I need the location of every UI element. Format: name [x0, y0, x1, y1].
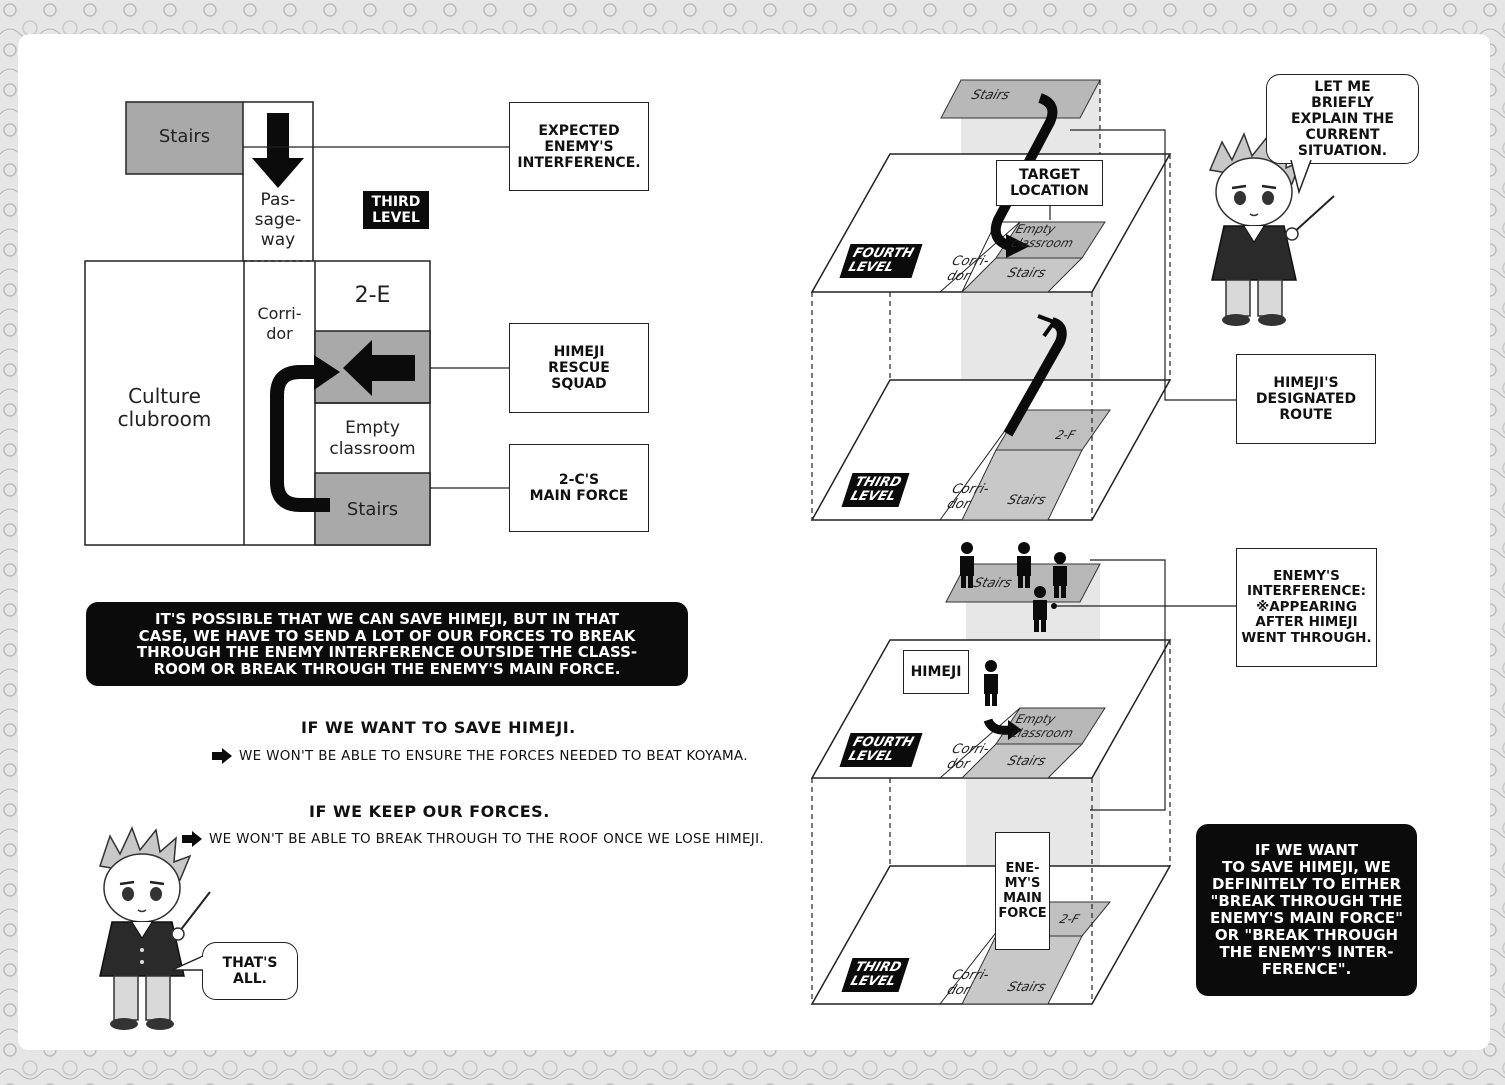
passageway-label: Pas- sage- way — [254, 190, 302, 250]
stairs-top-label: Stairs — [158, 126, 211, 147]
iso-bottom-fourth-level: FOURTH LEVEL — [839, 733, 923, 767]
conclusion-box: IF WE WANT TO SAVE HIMEJI, WE DEFINITELY… — [1196, 824, 1417, 996]
save-himeji-result: WE WON'T BE ABLE TO ENSURE THE FORCES NE… — [211, 748, 748, 764]
save-himeji-heading: IF WE WANT TO SAVE HIMEJI. — [301, 718, 576, 737]
iso-bottom-empty-classroom: Empty classroom — [1009, 712, 1076, 740]
culture-clubroom-label: Culture clubroom — [117, 384, 212, 431]
iso-bottom-stairs-4: Stairs — [1005, 754, 1048, 769]
down-arrow-icon — [252, 113, 304, 188]
designated-route-callout: HIMEJI'S DESIGNATED ROUTE — [1236, 354, 1376, 444]
iso-top-stairs-upper: Stairs — [969, 88, 1012, 103]
arrow-right-icon — [212, 748, 232, 764]
rescue-arrow-icon — [343, 340, 415, 396]
save-himeji-result-text: WE WON'T BE ABLE TO ENSURE THE FORCES NE… — [239, 748, 748, 764]
target-location-callout: TARGET LOCATION — [996, 160, 1103, 206]
iso-top-fourth-level: FOURTH LEVEL — [839, 244, 923, 278]
main-force-callout: 2-C'S MAIN FORCE — [509, 444, 649, 532]
class-2e-label: 2-E — [354, 283, 391, 308]
expected-interference-callout: EXPECTED ENEMY'S INTERFERENCE. — [509, 102, 649, 191]
keep-forces-result: WE WON'T BE ABLE TO BREAK THROUGH TO THE… — [181, 831, 764, 847]
person-icon — [960, 542, 1067, 706]
keep-forces-heading: IF WE KEEP OUR FORCES. — [309, 802, 550, 821]
floor-plan-diagram — [84, 101, 509, 546]
iso-top-empty-classroom: Empty classroom — [1009, 222, 1076, 250]
himeji-callout: HIMEJI — [903, 650, 969, 694]
speech-bubble-intro: LET ME BRIEFLY EXPLAIN THE CURRENT SITUA… — [1266, 74, 1419, 164]
chibi-character-top — [1208, 132, 1335, 326]
explanation-banner: IT'S POSSIBLE THAT WE CAN SAVE HIMEJI, B… — [86, 602, 688, 686]
speech-bubble-outro: THAT'S ALL. — [202, 942, 298, 1000]
third-level-tag: THIRD LEVEL — [363, 191, 429, 229]
speech-tail-icon — [171, 955, 205, 971]
arrow-right-icon — [182, 831, 202, 847]
speech-tail-icon — [1290, 158, 1312, 195]
enemy-main-force-callout: ENE- MY'S MAIN FORCE — [995, 832, 1050, 950]
rescue-squad-callout: HIMEJI RESCUE SQUAD — [509, 323, 649, 413]
iso-top-stairs-3: Stairs — [1005, 493, 1048, 508]
iso-bottom-stairs-3: Stairs — [1005, 980, 1048, 995]
chibi-character-bottom — [99, 826, 211, 1030]
iso-bottom-stairs-upper: Stairs — [971, 576, 1014, 591]
empty-classroom-label: Empty classroom — [329, 418, 416, 459]
enemy-interference-callout: ENEMY'S INTERFERENCE: ※APPEARING AFTER H… — [1236, 548, 1377, 667]
iso-bottom-third-level: THIRD LEVEL — [841, 958, 910, 992]
u-turn-arrow-icon — [270, 365, 330, 512]
iso-top-stairs-4: Stairs — [1005, 266, 1048, 281]
iso-top-third-level: THIRD LEVEL — [841, 473, 910, 507]
keep-forces-result-text: WE WON'T BE ABLE TO BREAK THROUGH TO THE… — [209, 831, 764, 847]
stairs-bottom-label: Stairs — [346, 499, 399, 520]
corridor-label: Corri- dor — [257, 304, 302, 343]
stairs-top-room — [125, 101, 244, 175]
